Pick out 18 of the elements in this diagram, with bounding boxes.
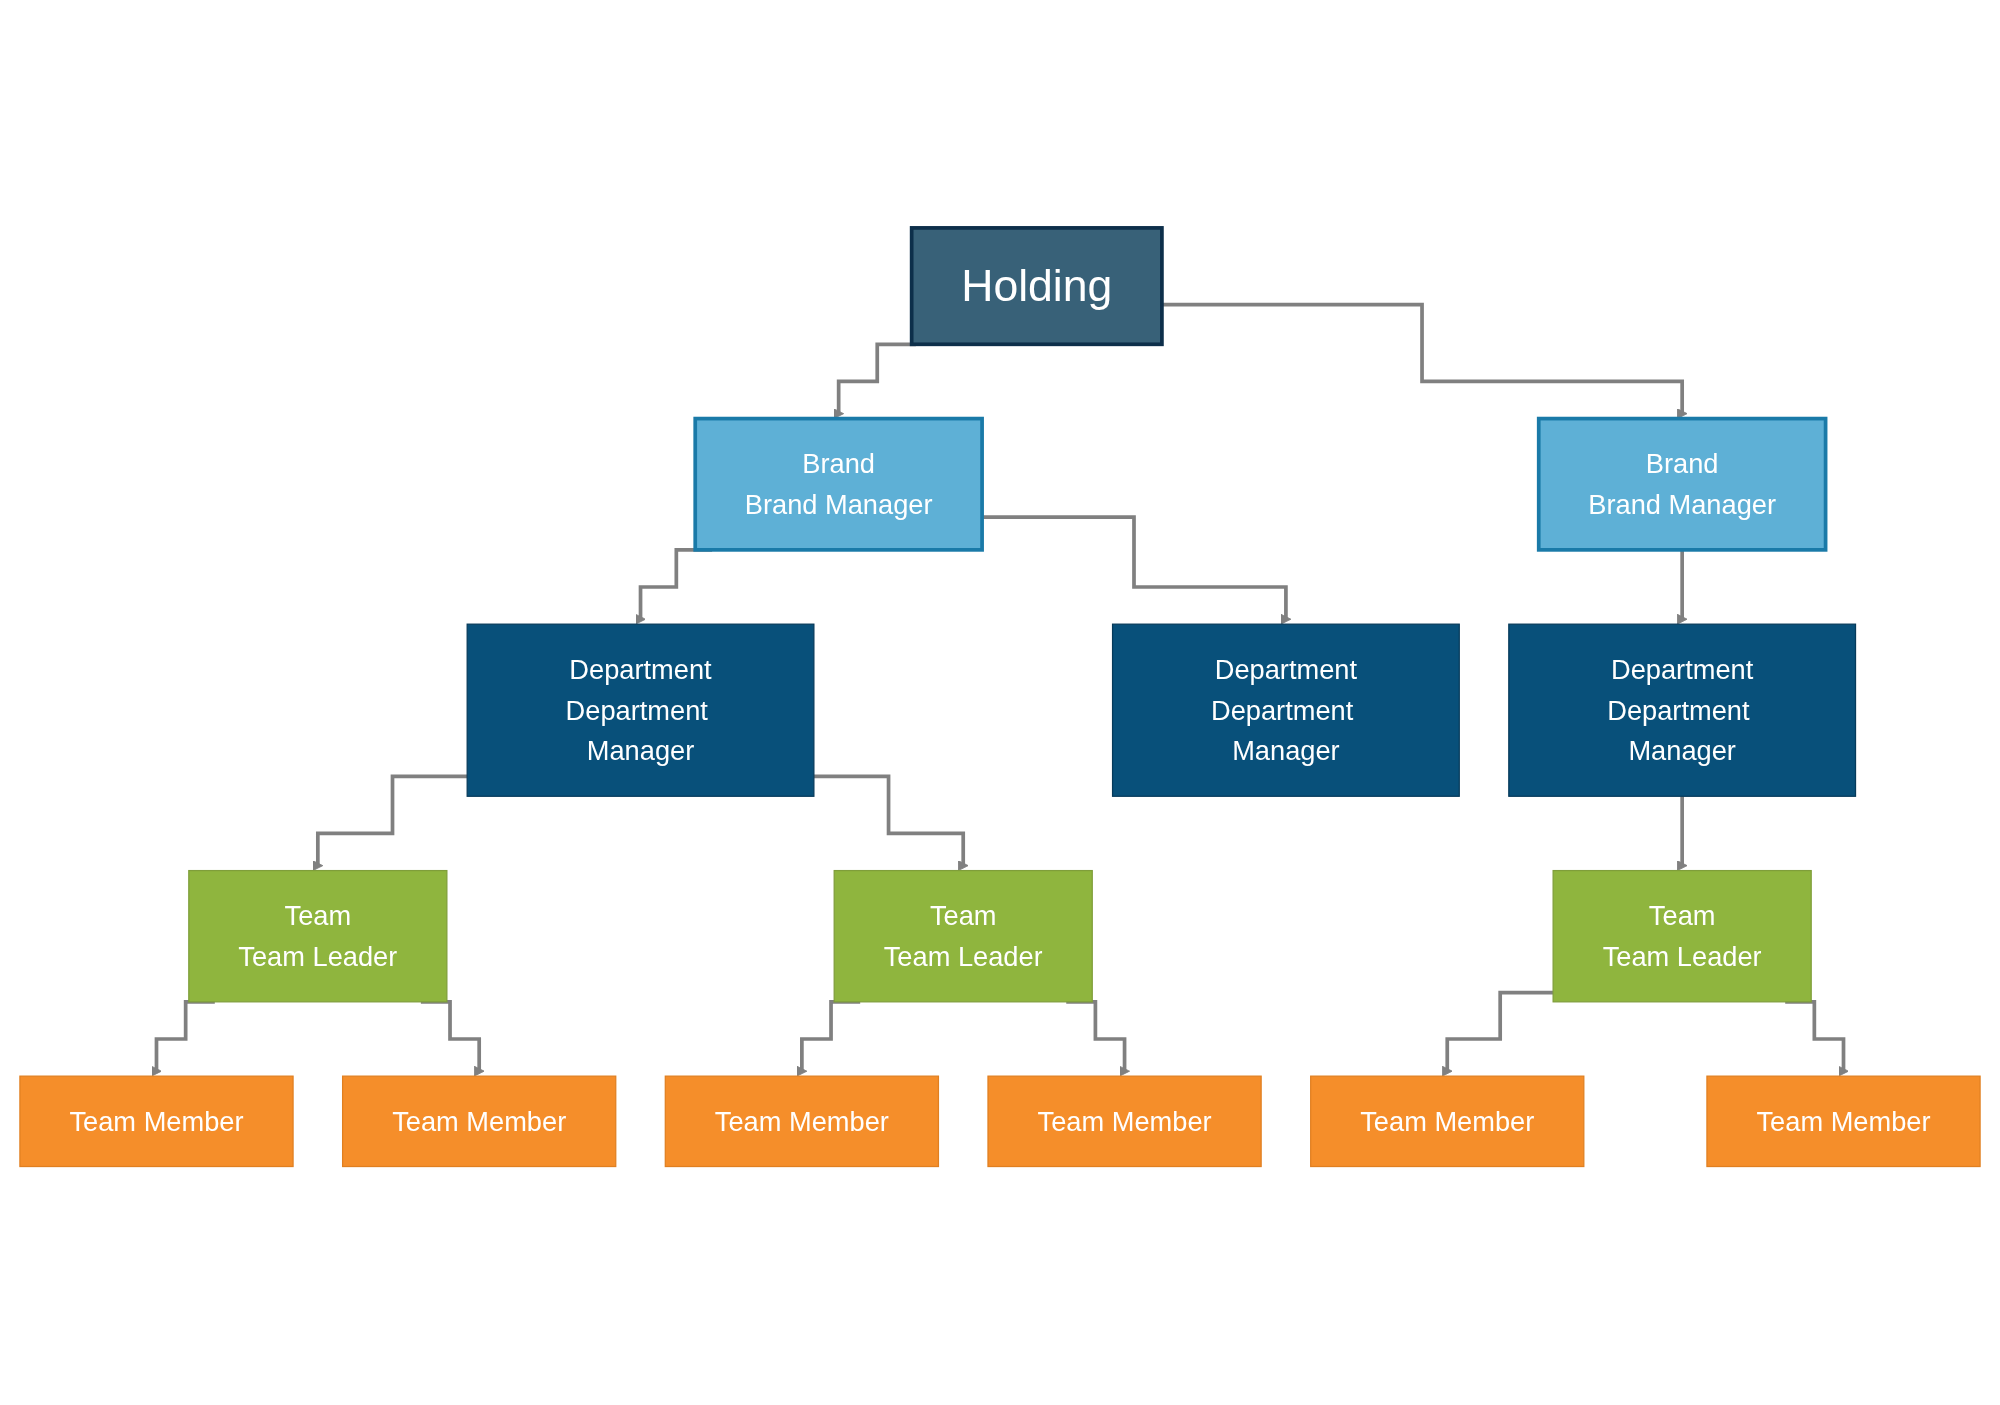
- node-box: Team Member: [1706, 1075, 1981, 1168]
- node-box: Brand Brand Manager: [693, 417, 984, 552]
- node-box: Department Department Manager: [1111, 623, 1460, 798]
- node-box: Team Member: [1310, 1075, 1585, 1168]
- node-box: Brand Brand Manager: [1536, 417, 1828, 552]
- node-box: Department Department Manager: [466, 623, 815, 798]
- node-box: Team Member: [987, 1075, 1262, 1168]
- arrow: [1441, 991, 1554, 1077]
- node-box: Holding: [909, 226, 1164, 347]
- node-box: Team Team Leader: [188, 870, 448, 1003]
- node-box: Team Team Leader: [833, 870, 1093, 1003]
- node-box: Team Team Leader: [1552, 870, 1812, 1003]
- node-box: Team Member: [664, 1075, 940, 1168]
- node-box: Team Member: [19, 1075, 294, 1168]
- node-box: Team Member: [342, 1075, 617, 1168]
- node-box: Department Department Manager: [1508, 623, 1857, 798]
- arrow: [312, 774, 468, 872]
- arrow: [813, 774, 969, 872]
